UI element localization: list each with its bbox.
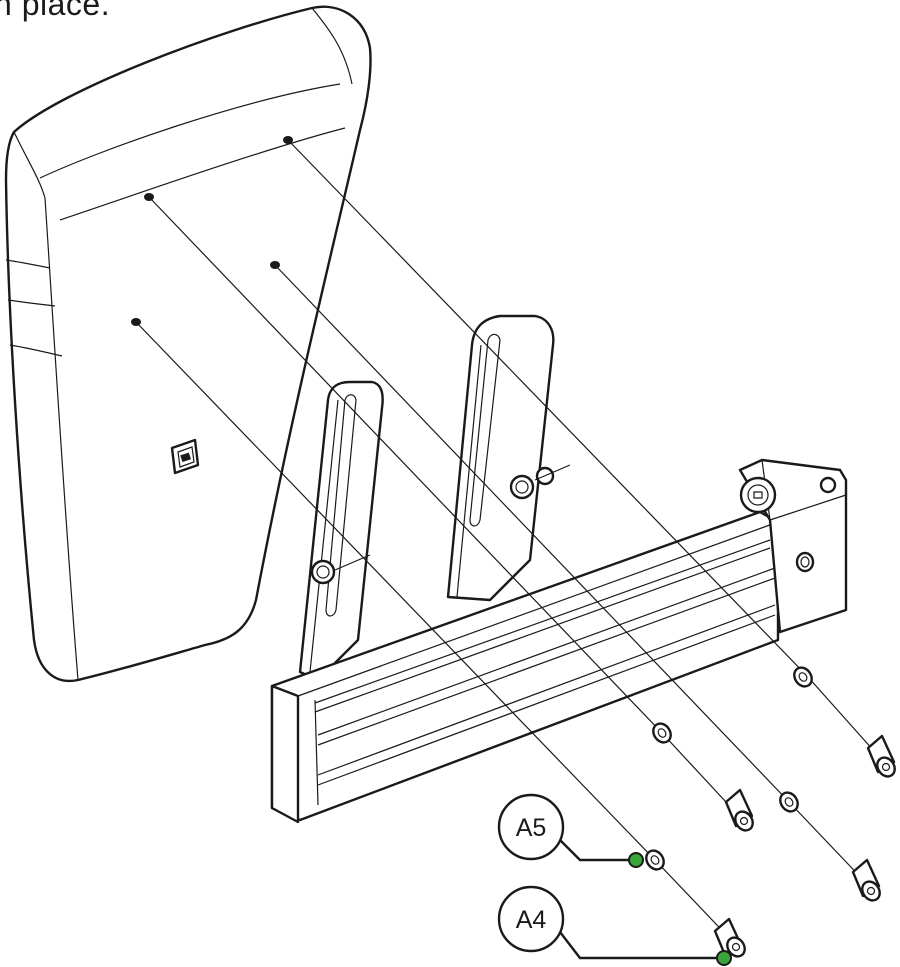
pivot-knob-front [312,561,334,583]
screw-2 [726,790,756,834]
bracket-front-plate [300,382,383,680]
callout-a4-label: A4 [516,906,547,934]
pivot-knob-rear [511,476,533,498]
bracket-rear-plate [448,316,553,600]
screw-3 [853,860,883,904]
callout-a5-dot [629,853,643,867]
callout-a5-label: A5 [516,814,547,842]
screws [715,736,898,960]
screw-1 [868,736,898,780]
washers [643,664,816,873]
callout-a5: A5 [499,795,643,867]
callout-a4-dot [717,951,731,965]
callout-a4: A4 [499,887,731,965]
washer-1 [791,664,816,690]
